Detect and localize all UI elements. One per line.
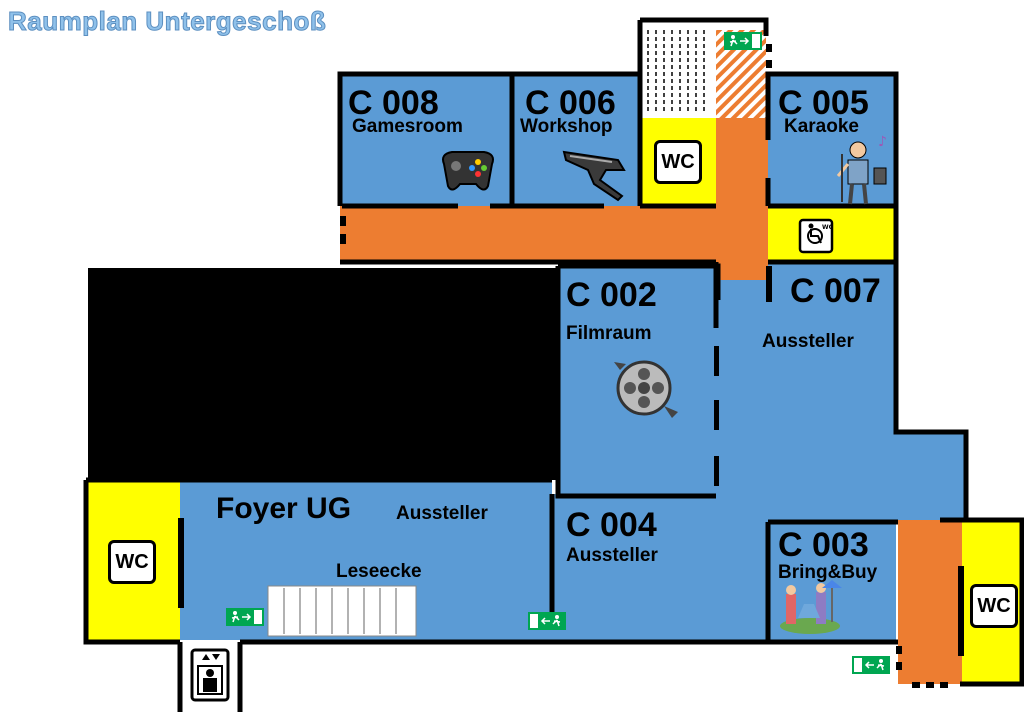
svg-text:WC: WC — [822, 224, 834, 231]
accessible-wc-icon: WC — [798, 218, 834, 254]
room-number-c006: C 006 — [525, 84, 616, 122]
room-number-c004: C 004 — [566, 506, 657, 544]
room-number-c007: C 007 — [790, 272, 881, 310]
gamepad-icon — [442, 151, 494, 191]
stairs-icon — [267, 585, 417, 637]
room-c004[interactable] — [552, 494, 768, 640]
stairs-icon — [640, 28, 716, 118]
wc-sign-right: WC — [970, 584, 1018, 628]
flea-market-icon — [780, 580, 842, 634]
wall-segments — [178, 44, 964, 688]
foyer-title: Foyer UG — [216, 492, 352, 525]
room-label-c002: Filmraum — [566, 323, 652, 344]
foyer-label: Aussteller — [396, 503, 488, 524]
emergency-exit-icon — [226, 608, 264, 626]
emergency-exit-icon — [852, 656, 890, 674]
room-number-c008: C 008 — [348, 84, 439, 122]
room-c007[interactable] — [716, 262, 896, 432]
page-title: Raumplan Untergeschoß — [7, 6, 327, 37]
svg-text:♪: ♪ — [878, 134, 887, 150]
room-number-c002: C 002 — [566, 276, 657, 314]
elevator-icon — [190, 648, 230, 702]
blocked-area — [88, 268, 558, 480]
corridor-upper — [340, 206, 768, 262]
room-label-c007: Aussteller — [762, 331, 854, 352]
emergency-exit-icon — [528, 612, 566, 630]
wc-sign-upper: WC — [654, 140, 702, 184]
foyer-sublabel: Leseecke — [336, 561, 422, 582]
laser-gun-icon — [562, 150, 626, 202]
room-c005[interactable] — [768, 76, 894, 206]
room-c006[interactable] — [512, 76, 640, 206]
emergency-exit-icon — [724, 32, 762, 50]
room-label-c006: Workshop — [520, 116, 613, 137]
film-reel-icon — [614, 360, 678, 418]
room-label-c003: Bring&Buy — [778, 562, 878, 583]
room-label-c008: Gamesroom — [352, 116, 463, 137]
corridor-right — [898, 520, 962, 684]
walls — [83, 17, 1024, 712]
corridor-vertical — [716, 118, 768, 280]
room-label-c004: Aussteller — [566, 545, 658, 566]
room-number-c005: C 005 — [778, 84, 869, 122]
wc-sign-foyer: WC — [108, 540, 156, 584]
karaoke-singer-icon: ♪ — [836, 134, 887, 205]
room-label-c005: Karaoke — [784, 116, 859, 137]
room-number-c003: C 003 — [778, 526, 869, 564]
